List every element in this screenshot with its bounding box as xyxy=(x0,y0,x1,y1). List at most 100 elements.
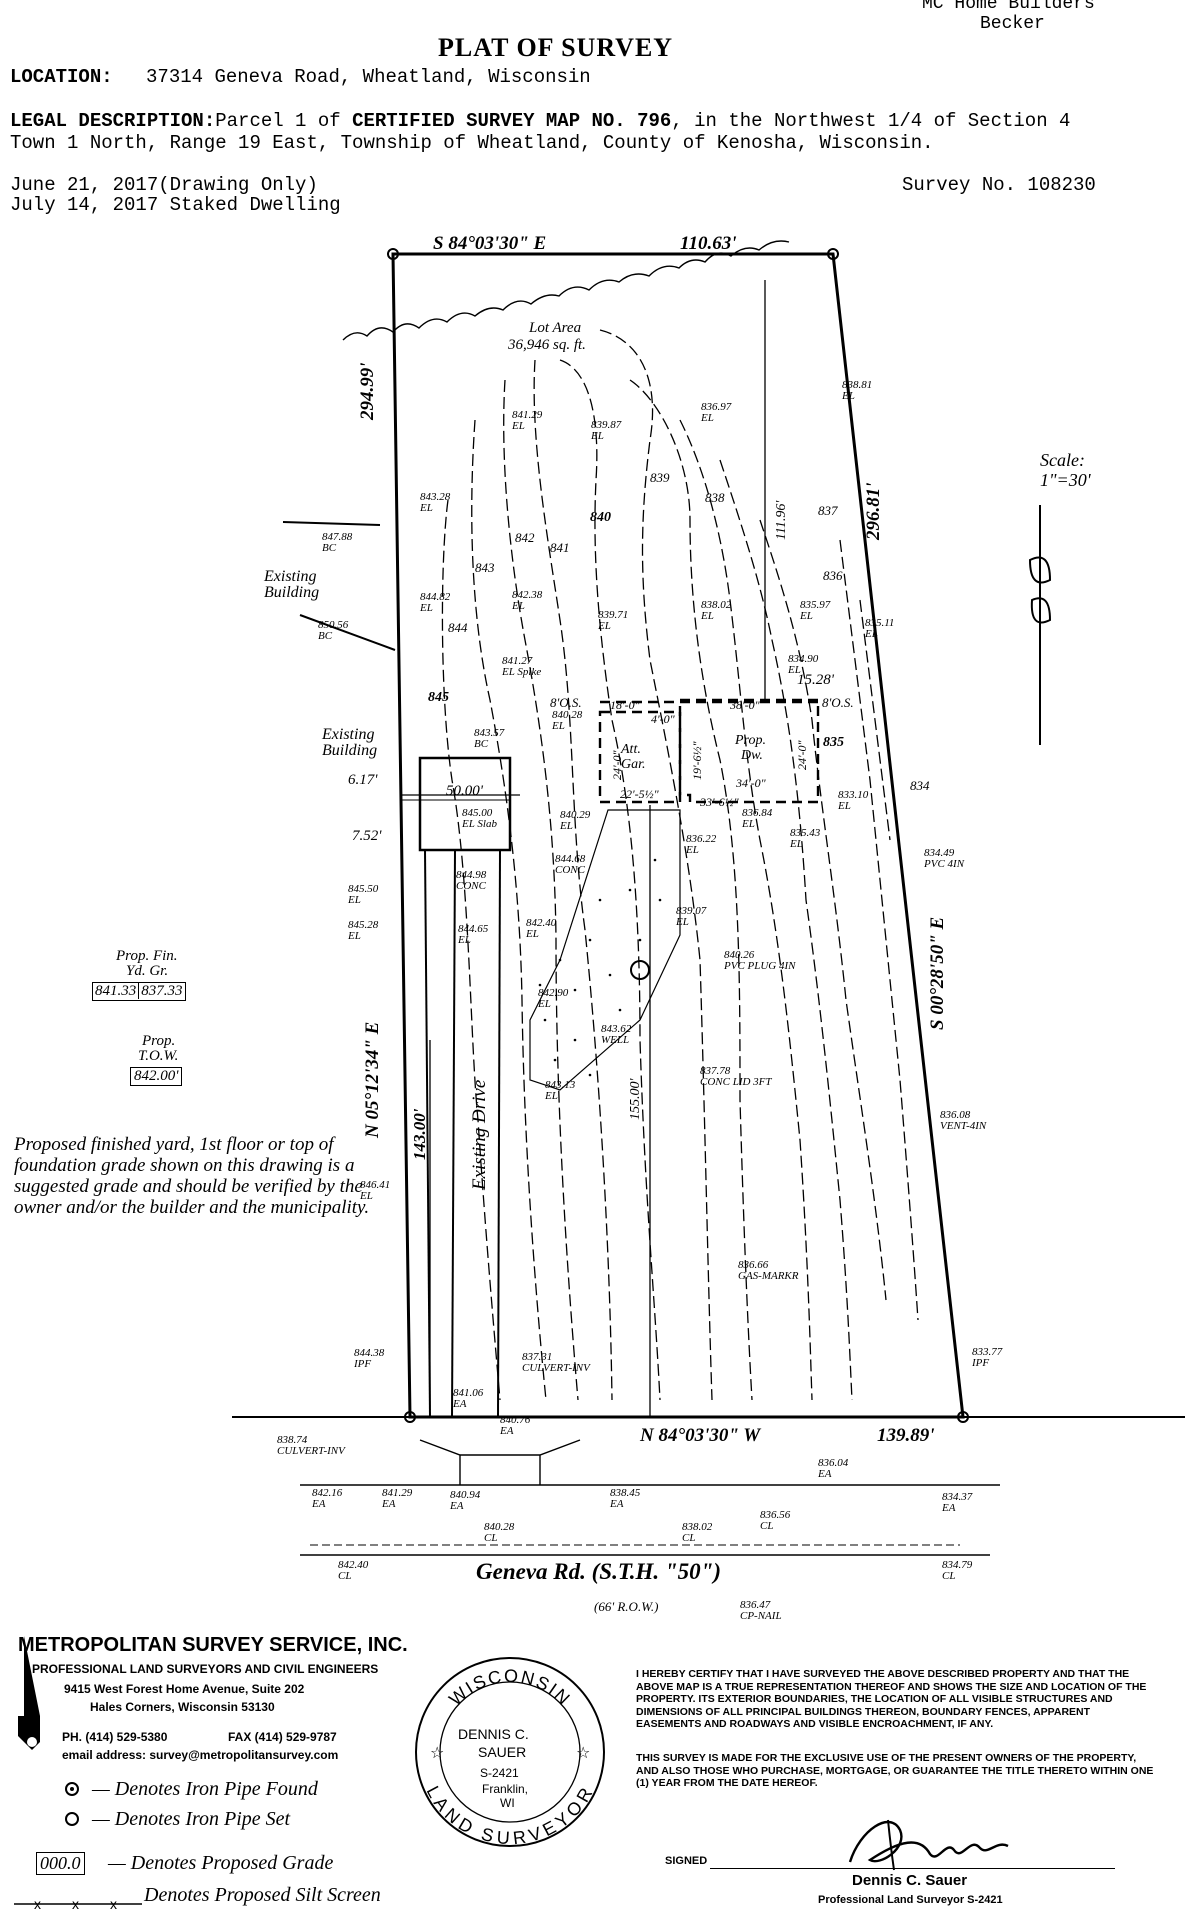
grade-disclaimer-note: Proposed finished yard, 1st floor or top… xyxy=(14,1134,370,1218)
existing-drive-label: Existing Drive xyxy=(469,1079,490,1190)
offset-left: 8'O.S. xyxy=(550,695,582,710)
company-tagline: PROFESSIONAL LAND SURVEYORS AND CIVIL EN… xyxy=(32,1662,379,1676)
seal-top-text: WISCONSIN xyxy=(445,1666,575,1710)
spot-elevation-value: 844.68 xyxy=(555,853,586,865)
spot-elevation-code: EL xyxy=(800,610,813,622)
signature-line xyxy=(710,1868,1115,1869)
spot-elevation-code: EL xyxy=(526,928,539,940)
client-surname: Becker xyxy=(980,14,1045,34)
seal-number: S-2421 xyxy=(480,1766,519,1780)
spot-elevation-code: EA xyxy=(312,1498,326,1510)
page-title: PLAT OF SURVEY xyxy=(438,33,674,62)
spot-elevation-code: EL xyxy=(838,800,851,812)
spot-elevation-value: 834.79 xyxy=(942,1559,973,1571)
dim-24-b: 24'-0" xyxy=(795,740,809,770)
spot-elevation-code: EL xyxy=(560,820,573,832)
company-address-1: 9415 West Forest Home Avenue, Suite 202 xyxy=(64,1682,305,1696)
company-name: METROPOLITAN SURVEY SERVICE, INC. xyxy=(18,1634,408,1656)
iron-pipe-found-icon xyxy=(65,1782,79,1796)
existing-building-2-label-a: Existing xyxy=(322,726,375,743)
prop-tow-label-2: T.O.W. xyxy=(138,1048,179,1064)
right-of-way: (66' R.O.W.) xyxy=(594,1599,659,1614)
spot-elevation-value: 843.57 xyxy=(474,727,505,739)
contour-label: 834 xyxy=(910,778,930,793)
contour-label: 838 xyxy=(705,490,725,505)
west-distance-lower: 143.00' xyxy=(410,1108,429,1160)
legend-silt-screen: Denotes Proposed Silt Screen xyxy=(144,1884,381,1906)
location-line: LOCATION: 37314 Geneva Road, Wheatland, … xyxy=(10,66,591,88)
spot-elevation-value: 842.40 xyxy=(338,1559,369,1571)
iron-pipe-set-icon xyxy=(65,1812,79,1826)
existing-drive xyxy=(424,849,501,1418)
location-value: 37314 Geneva Road, Wheatland, Wisconsin xyxy=(146,66,591,88)
exclusive-use-text: THIS SURVEY IS MADE FOR THE EXCLUSIVE US… xyxy=(636,1752,1154,1789)
spot-elevation-value: 840.28 xyxy=(484,1521,515,1533)
legal-text-a: Parcel 1 of xyxy=(215,110,353,132)
date-drawing: June 21, 2017(Drawing Only) xyxy=(10,174,318,196)
spot-elevation-code: CP-NAIL xyxy=(740,1610,782,1622)
contour-label: 840 xyxy=(590,510,611,525)
svg-text:x: x xyxy=(34,1896,41,1912)
spot-elevation-code: BC xyxy=(318,630,333,642)
contour-label: 836 xyxy=(823,568,843,583)
prop-fin-val-2: 837.33 xyxy=(141,983,183,999)
spot-elevation-code: EA xyxy=(453,1398,467,1410)
spot-elevation-value: 836.97 xyxy=(701,401,732,413)
spot-elevation-code: EL xyxy=(790,838,803,850)
contour-label: 844 xyxy=(448,620,468,635)
west-distance-top: 294.99' xyxy=(357,362,378,420)
spot-elevation-code: EL xyxy=(865,628,878,640)
dim-38: 38'-0" xyxy=(730,698,760,712)
concrete-pad xyxy=(529,809,681,1091)
location-label: LOCATION: xyxy=(10,66,113,88)
spot-elevation-value: 836.47 xyxy=(740,1599,771,1611)
spot-elevation-code: EA xyxy=(942,1502,956,1514)
contour-label: 837 xyxy=(818,503,838,518)
spot-elevation-value: 840.29 xyxy=(560,809,591,821)
company-address-2: Hales Corners, Wisconsin 53130 xyxy=(90,1700,275,1714)
spot-elevation-code: CONC xyxy=(555,864,585,876)
spot-elevation-code: EL Spike xyxy=(502,666,542,678)
spot-elevation-code: IPF xyxy=(972,1357,990,1369)
spot-elevation-code: EL xyxy=(701,610,714,622)
iron-pipes xyxy=(387,248,969,1423)
spot-elevation-value: 844.38 xyxy=(354,1347,385,1359)
spot-elevation-code: IPF xyxy=(354,1358,372,1370)
spot-elevation-code: EL xyxy=(598,620,611,632)
spot-elevation-value: 844.65 xyxy=(458,923,489,935)
spot-elevation-code: CULVERT-INV xyxy=(277,1445,345,1457)
spot-elevation-code: EL xyxy=(512,420,525,432)
spot-elevation-value: 845.50 xyxy=(348,883,379,895)
att-gar-label-a: Att. xyxy=(621,742,641,757)
spot-elevation-value: 836.08 xyxy=(940,1109,971,1121)
dim-50: 50.00' xyxy=(446,783,483,799)
spot-elevation-value: 834.49 xyxy=(924,847,955,859)
spot-elevation-value: 839.07 xyxy=(676,905,707,917)
company-phone: PH. (414) 529-5380 xyxy=(62,1730,168,1744)
spot-elevation-code: EL xyxy=(842,390,855,402)
west-bearing: N 05°12'34" E xyxy=(362,1021,383,1138)
spot-elevation-code: EL xyxy=(742,818,755,830)
contour-label: 843 xyxy=(475,560,495,575)
prop-dw-label-b: Dw. xyxy=(741,748,763,763)
dim-34: 34'-0" xyxy=(736,776,766,790)
spot-elevation-value: 840.76 xyxy=(500,1414,531,1426)
